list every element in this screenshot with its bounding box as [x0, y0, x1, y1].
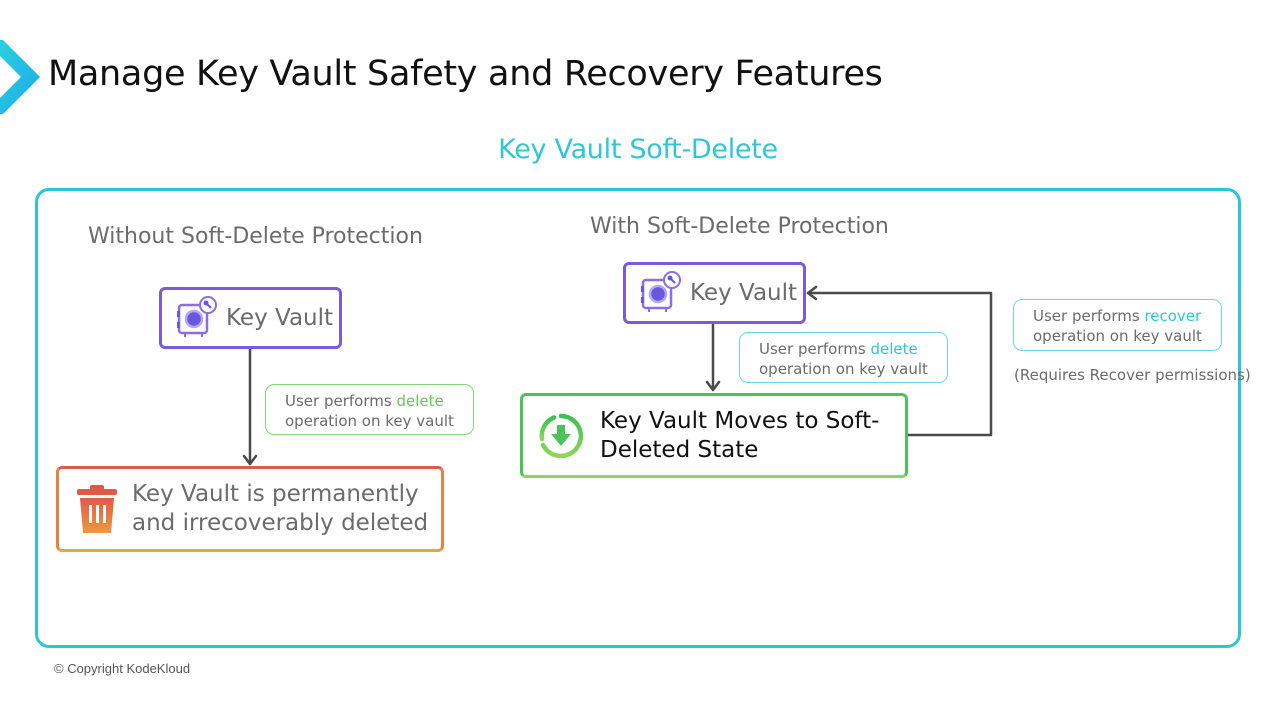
result-line-2: and irrecoverably deleted	[132, 510, 429, 536]
state-line-1: Key Vault Moves to Soft-	[600, 407, 880, 434]
copyright: © Copyright KodeKloud	[54, 661, 191, 676]
key-vault-node-right: Key Vault	[623, 262, 806, 324]
key-vault-label: Key Vault	[690, 280, 798, 306]
page-title: Manage Key Vault Safety and Recovery Fea…	[48, 54, 883, 94]
permanently-deleted-node: Key Vault is permanently and irrecoverab…	[56, 466, 444, 552]
diagram-frame	[35, 188, 1241, 648]
result-line-1: Key Vault is permanently	[132, 481, 419, 507]
trash-icon	[77, 485, 117, 533]
permissions-note: (Requires Recover permissions)	[1014, 366, 1251, 384]
note-keyword-recover: recover	[1144, 307, 1202, 325]
recover-note: User performs recover operation on key v…	[1013, 299, 1222, 351]
note-prefix: User performs	[285, 392, 397, 410]
note-keyword-delete: delete	[870, 340, 918, 358]
note-prefix: User performs	[1033, 307, 1145, 325]
key-vault-node-left: Key Vault	[159, 287, 342, 349]
note-suffix: operation on key vault	[1033, 327, 1202, 345]
key-vault-icon	[641, 271, 681, 312]
note-keyword-delete: delete	[396, 392, 444, 410]
chevron-logo-icon	[0, 40, 40, 114]
key-vault-label: Key Vault	[226, 305, 334, 331]
permanently-deleted-text: Key Vault is permanently and irrecoverab…	[132, 480, 428, 538]
delete-note-left: User performs delete operation on key va…	[265, 384, 474, 435]
diagram-title: Key Vault Soft-Delete	[498, 134, 778, 165]
state-line-2: Deleted State	[600, 436, 759, 463]
soft-deleted-state-node: Key Vault Moves to Soft- Deleted State	[520, 393, 908, 478]
heading-without-soft-delete: Without Soft-Delete Protection	[88, 224, 423, 249]
delete-note-right: User performs delete operation on key va…	[739, 332, 948, 383]
download-circle-icon	[539, 413, 584, 458]
note-prefix: User performs	[759, 340, 871, 358]
soft-deleted-state-text: Key Vault Moves to Soft- Deleted State	[600, 407, 879, 465]
heading-with-soft-delete: With Soft-Delete Protection	[590, 214, 889, 239]
note-suffix: operation on key vault	[285, 412, 454, 430]
key-vault-icon	[177, 296, 217, 337]
note-suffix: operation on key vault	[759, 360, 928, 378]
